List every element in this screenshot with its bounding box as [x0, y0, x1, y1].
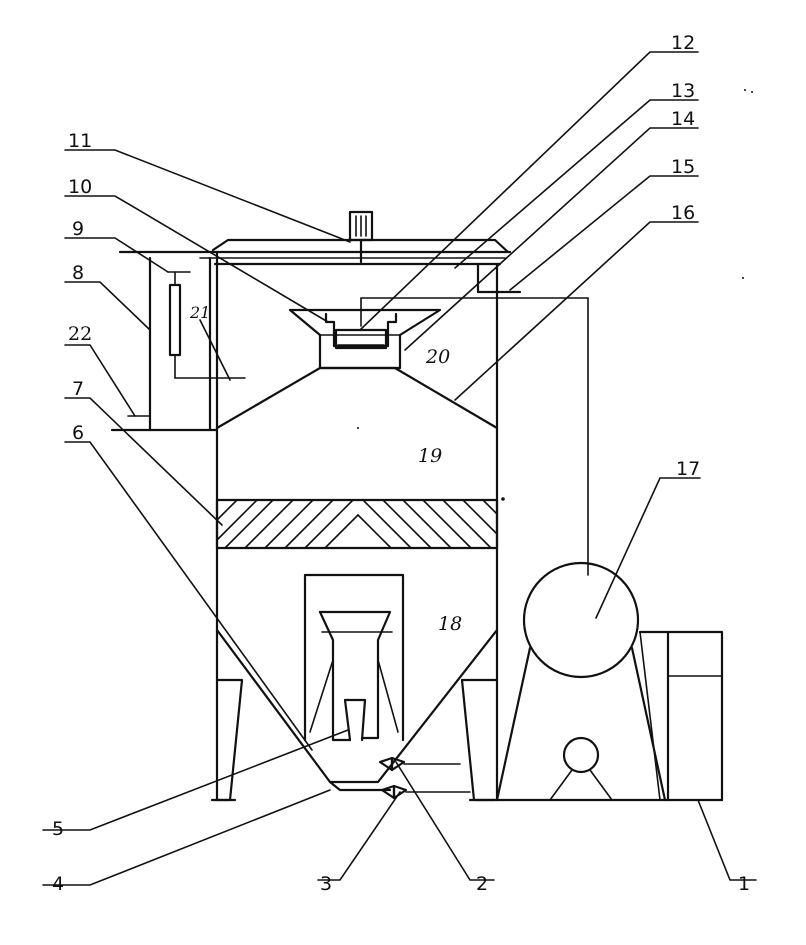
blower-unit: [495, 561, 724, 802]
label-14: 14: [671, 108, 695, 130]
label-3: 3: [320, 873, 332, 895]
callout-labels: 12 13 14 15 16 11 10 9 8 7 6 5 4 3 2 1 1…: [52, 32, 750, 895]
zone-labels: 18 19 20 21 22: [68, 303, 462, 635]
label-10: 10: [68, 176, 92, 198]
stray-mark: [751, 91, 753, 93]
stray-mark: [357, 427, 359, 429]
label-12: 12: [671, 32, 695, 54]
label-17: 17: [676, 458, 700, 480]
return-duct: [360, 297, 589, 576]
top-motor: [348, 210, 374, 264]
zone-label-20: 20: [425, 346, 450, 368]
label-8: 8: [72, 262, 84, 284]
zone-label-21: 21: [189, 303, 210, 322]
filter-layer: [215, 497, 505, 550]
label-6: 6: [72, 422, 84, 444]
zone-label-19: 19: [418, 445, 442, 467]
spray-nozzle-box: [303, 573, 405, 742]
stray-mark: [742, 277, 744, 279]
label-11: 11: [68, 130, 92, 152]
cover-bracket: [476, 262, 522, 294]
label-7: 7: [72, 378, 84, 400]
lower-chamber: [210, 628, 499, 802]
label-16: 16: [671, 202, 695, 224]
label-13: 13: [671, 80, 695, 102]
label-5: 5: [52, 818, 64, 840]
upper-cone: [215, 366, 499, 430]
zone-label-18: 18: [438, 613, 462, 635]
top-cover: [118, 238, 512, 266]
zone-label-22: 22: [68, 323, 92, 345]
label-15: 15: [671, 156, 695, 178]
label-2: 2: [476, 873, 488, 895]
label-1: 1: [738, 873, 750, 895]
valves: [344, 756, 471, 800]
label-9: 9: [72, 218, 84, 240]
side-tank: [110, 256, 246, 432]
leader-lines: [42, 51, 757, 886]
label-4: 4: [52, 873, 64, 895]
stray-mark: [744, 89, 746, 91]
